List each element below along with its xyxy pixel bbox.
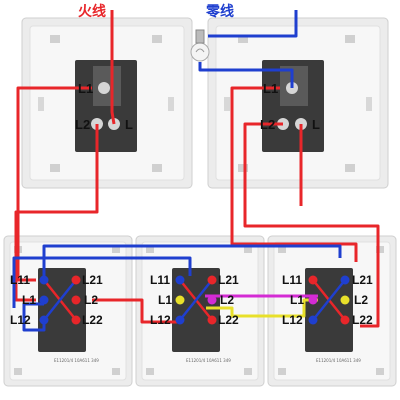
m3-L22: L22 [352, 313, 373, 327]
switch-body-multi-2 [172, 268, 220, 352]
label-top-left-L1: L1 [78, 81, 93, 96]
wire-left-L2 [14, 124, 99, 302]
m1-L22: L22 [82, 313, 103, 327]
m1-L12: L12 [10, 313, 31, 327]
m2-L2: L2 [220, 293, 234, 307]
wire-right-L1 [230, 86, 358, 262]
label-top-right-L2: L2 [260, 117, 275, 132]
m1-L11: L11 [10, 273, 30, 287]
blue-link-bottom-3 [22, 302, 46, 332]
label-top-left-L2: L2 [75, 117, 90, 132]
wire-left-L1 [16, 86, 92, 282]
m3-L12: L12 [282, 313, 303, 327]
m3-marking: E11201/4 10A611 349 [316, 358, 361, 363]
blue-link-bottom [12, 256, 192, 308]
m3-L21: L21 [352, 273, 373, 287]
m2-L12: L12 [150, 313, 171, 327]
multi-terminals [39, 275, 350, 325]
cross-line [312, 279, 346, 321]
cross-line [43, 279, 77, 321]
m1-L1: L1 [22, 293, 36, 307]
label-top-right-L: L [312, 117, 320, 132]
m3-L11: L11 [282, 273, 302, 287]
red-link-1-2 [92, 298, 182, 324]
single-switch-plate-right [207, 17, 389, 189]
multi-switch-plate-2 [135, 235, 265, 387]
single-switch-plate-left [21, 17, 193, 189]
cross-line [179, 279, 213, 321]
m1-L21: L21 [82, 273, 103, 287]
label-top-right-L1: L1 [263, 81, 278, 96]
label-top-left-L: L [125, 117, 133, 132]
terminal-screw [98, 82, 110, 94]
wire-right-L2 [243, 122, 380, 328]
m2-L1: L1 [158, 293, 172, 307]
blue-link-bottom-2 [42, 244, 342, 278]
m2-L11: L11 [150, 273, 170, 287]
m3-L2: L2 [354, 293, 368, 307]
m2-L21: L21 [218, 273, 239, 287]
title-neutral-wire: 零线 [205, 3, 234, 19]
live-wire-input [110, 10, 116, 125]
multi-switch-plate-3 [267, 235, 397, 387]
switch-body-multi-3 [305, 268, 353, 352]
m3-L1: L1 [290, 293, 304, 307]
neutral-wire [208, 10, 298, 38]
m1-L2: L2 [84, 293, 98, 307]
title-fire-wire: 火线 [78, 3, 106, 19]
wire-bulb-to-right [198, 62, 294, 88]
yellow-traveler [206, 298, 318, 318]
m1-marking: E11201/4 10A611 349 [54, 358, 99, 363]
m2-L22: L22 [218, 313, 239, 327]
m2-marking: E11201/4 10A611 349 [186, 358, 231, 363]
light-bulb-icon [190, 29, 210, 62]
